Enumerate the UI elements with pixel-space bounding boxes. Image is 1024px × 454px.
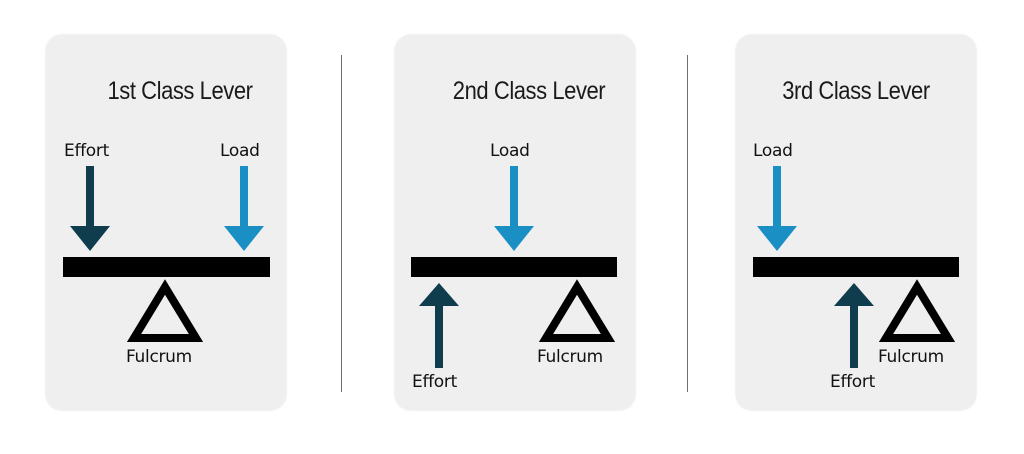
panel-second-class-lever: 2nd Class Lever Load Effort Fulcrum bbox=[395, 35, 635, 410]
load-arrow-down bbox=[757, 166, 797, 251]
fulcrum-label: Fulcrum bbox=[537, 347, 603, 367]
panel-title: 3rd Class Lever bbox=[782, 77, 930, 105]
panel-third-class-lever: 3rd Class Lever Load Effort Fulcrum bbox=[736, 35, 976, 410]
effort-label: Effort bbox=[830, 372, 875, 392]
panel-title: 1st Class Lever bbox=[107, 77, 253, 105]
lever-beam bbox=[753, 257, 959, 277]
effort-arrow-up bbox=[834, 283, 874, 368]
load-label: Load bbox=[220, 141, 260, 161]
load-arrow-down bbox=[494, 166, 534, 251]
effort-arrow-down bbox=[70, 166, 110, 251]
lever-beam bbox=[411, 257, 617, 277]
effort-label: Effort bbox=[412, 372, 457, 392]
fulcrum-triangle bbox=[878, 279, 956, 342]
divider bbox=[687, 55, 688, 392]
lever-diagram bbox=[63, 166, 270, 342]
fulcrum-label: Fulcrum bbox=[126, 347, 192, 367]
divider bbox=[341, 55, 342, 392]
panel-first-class-lever: 1st Class Lever Effort Load Fulcrum bbox=[46, 35, 286, 410]
fulcrum-triangle bbox=[538, 279, 616, 342]
fulcrum-label: Fulcrum bbox=[878, 347, 944, 367]
effort-label: Effort bbox=[64, 141, 109, 161]
load-arrow-down bbox=[224, 166, 264, 251]
load-label: Load bbox=[490, 141, 530, 161]
load-label: Load bbox=[753, 141, 793, 161]
panel-title: 2nd Class Lever bbox=[452, 77, 606, 105]
lever-beam bbox=[63, 257, 270, 277]
lever-diagram bbox=[753, 166, 959, 368]
effort-arrow-up bbox=[419, 283, 459, 368]
lever-diagram bbox=[411, 166, 617, 368]
fulcrum-triangle bbox=[126, 279, 204, 342]
